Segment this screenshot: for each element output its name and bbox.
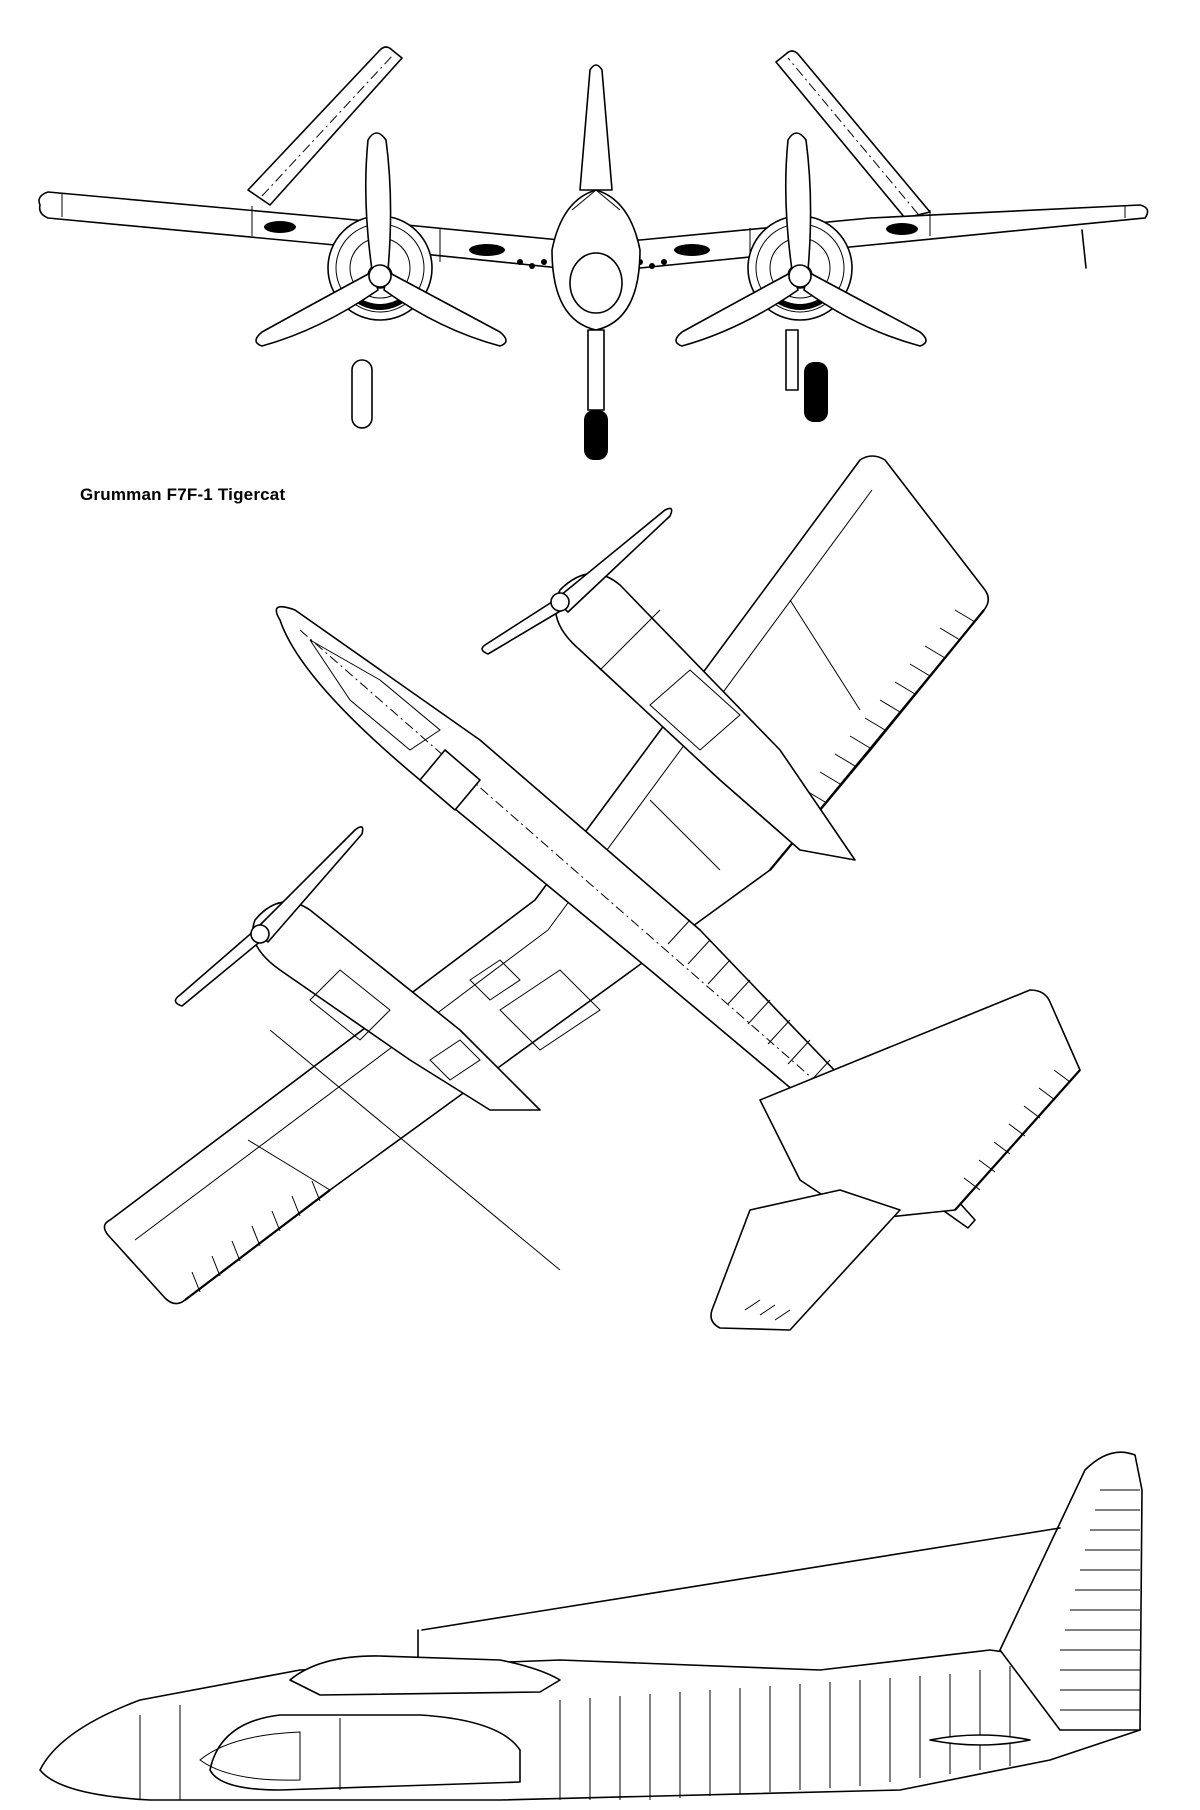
canopy-side [289,1655,561,1696]
folded-wing-left [247,46,403,206]
propeller-right [675,132,927,347]
side-view-icon [39,1451,1143,1801]
fuselage-frames-side [139,1666,1011,1800]
nacelle-side [199,1714,521,1791]
folded-wing-right [775,50,931,219]
aircraft-title: Grumman F7F-1 Tigercat [80,485,286,504]
tailplane [710,989,1081,1331]
cockpit-planform [419,749,481,811]
main-gear-right [785,329,828,422]
fuselage-front [551,64,641,460]
propeller-plan-right [481,507,673,655]
plan-view-icon [103,455,1081,1331]
flap-hatching-left [184,1180,331,1301]
propeller-left [255,132,507,347]
stabilizer-side [929,1734,1031,1746]
front-view-icon [38,46,1149,460]
drop-tank-left [351,359,373,429]
main-wing-planform [103,455,990,1305]
vertical-tail [999,1451,1143,1731]
propeller-plan-left [174,826,364,1007]
